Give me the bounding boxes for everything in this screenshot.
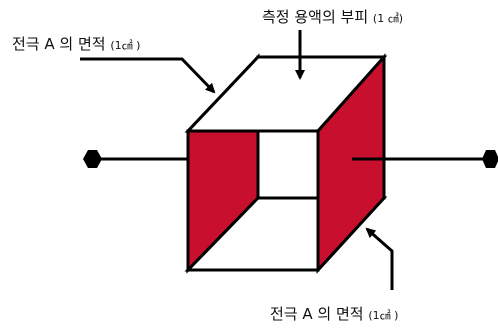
left-terminal-dot [83,150,102,168]
right-electrode-plate [316,53,386,274]
electrode-area-label-bottom: 전극 A 의 면적 (1㎠ ) [270,307,398,322]
electrode-area-left-unit: (1㎠ ) [110,39,141,52]
electrode-area-bottom-text: 전극 A 의 면적 [270,305,364,323]
electrode-area-label-left: 전극 A 의 면적 (1㎠ ) [12,37,140,52]
electrode-area-bottom-unit: (1㎠ ) [368,309,399,322]
right-terminal-dot [482,150,498,168]
left-area-arrow [80,57,216,94]
right-area-arrow [365,227,394,290]
volume-label: 측정 용액의 부피 (1 ㎤) [262,10,403,25]
volume-label-unit: (1 ㎤) [372,12,403,25]
electrode-area-left-text: 전극 A 의 면적 [12,35,106,53]
volume-label-text: 측정 용액의 부피 [262,8,369,26]
